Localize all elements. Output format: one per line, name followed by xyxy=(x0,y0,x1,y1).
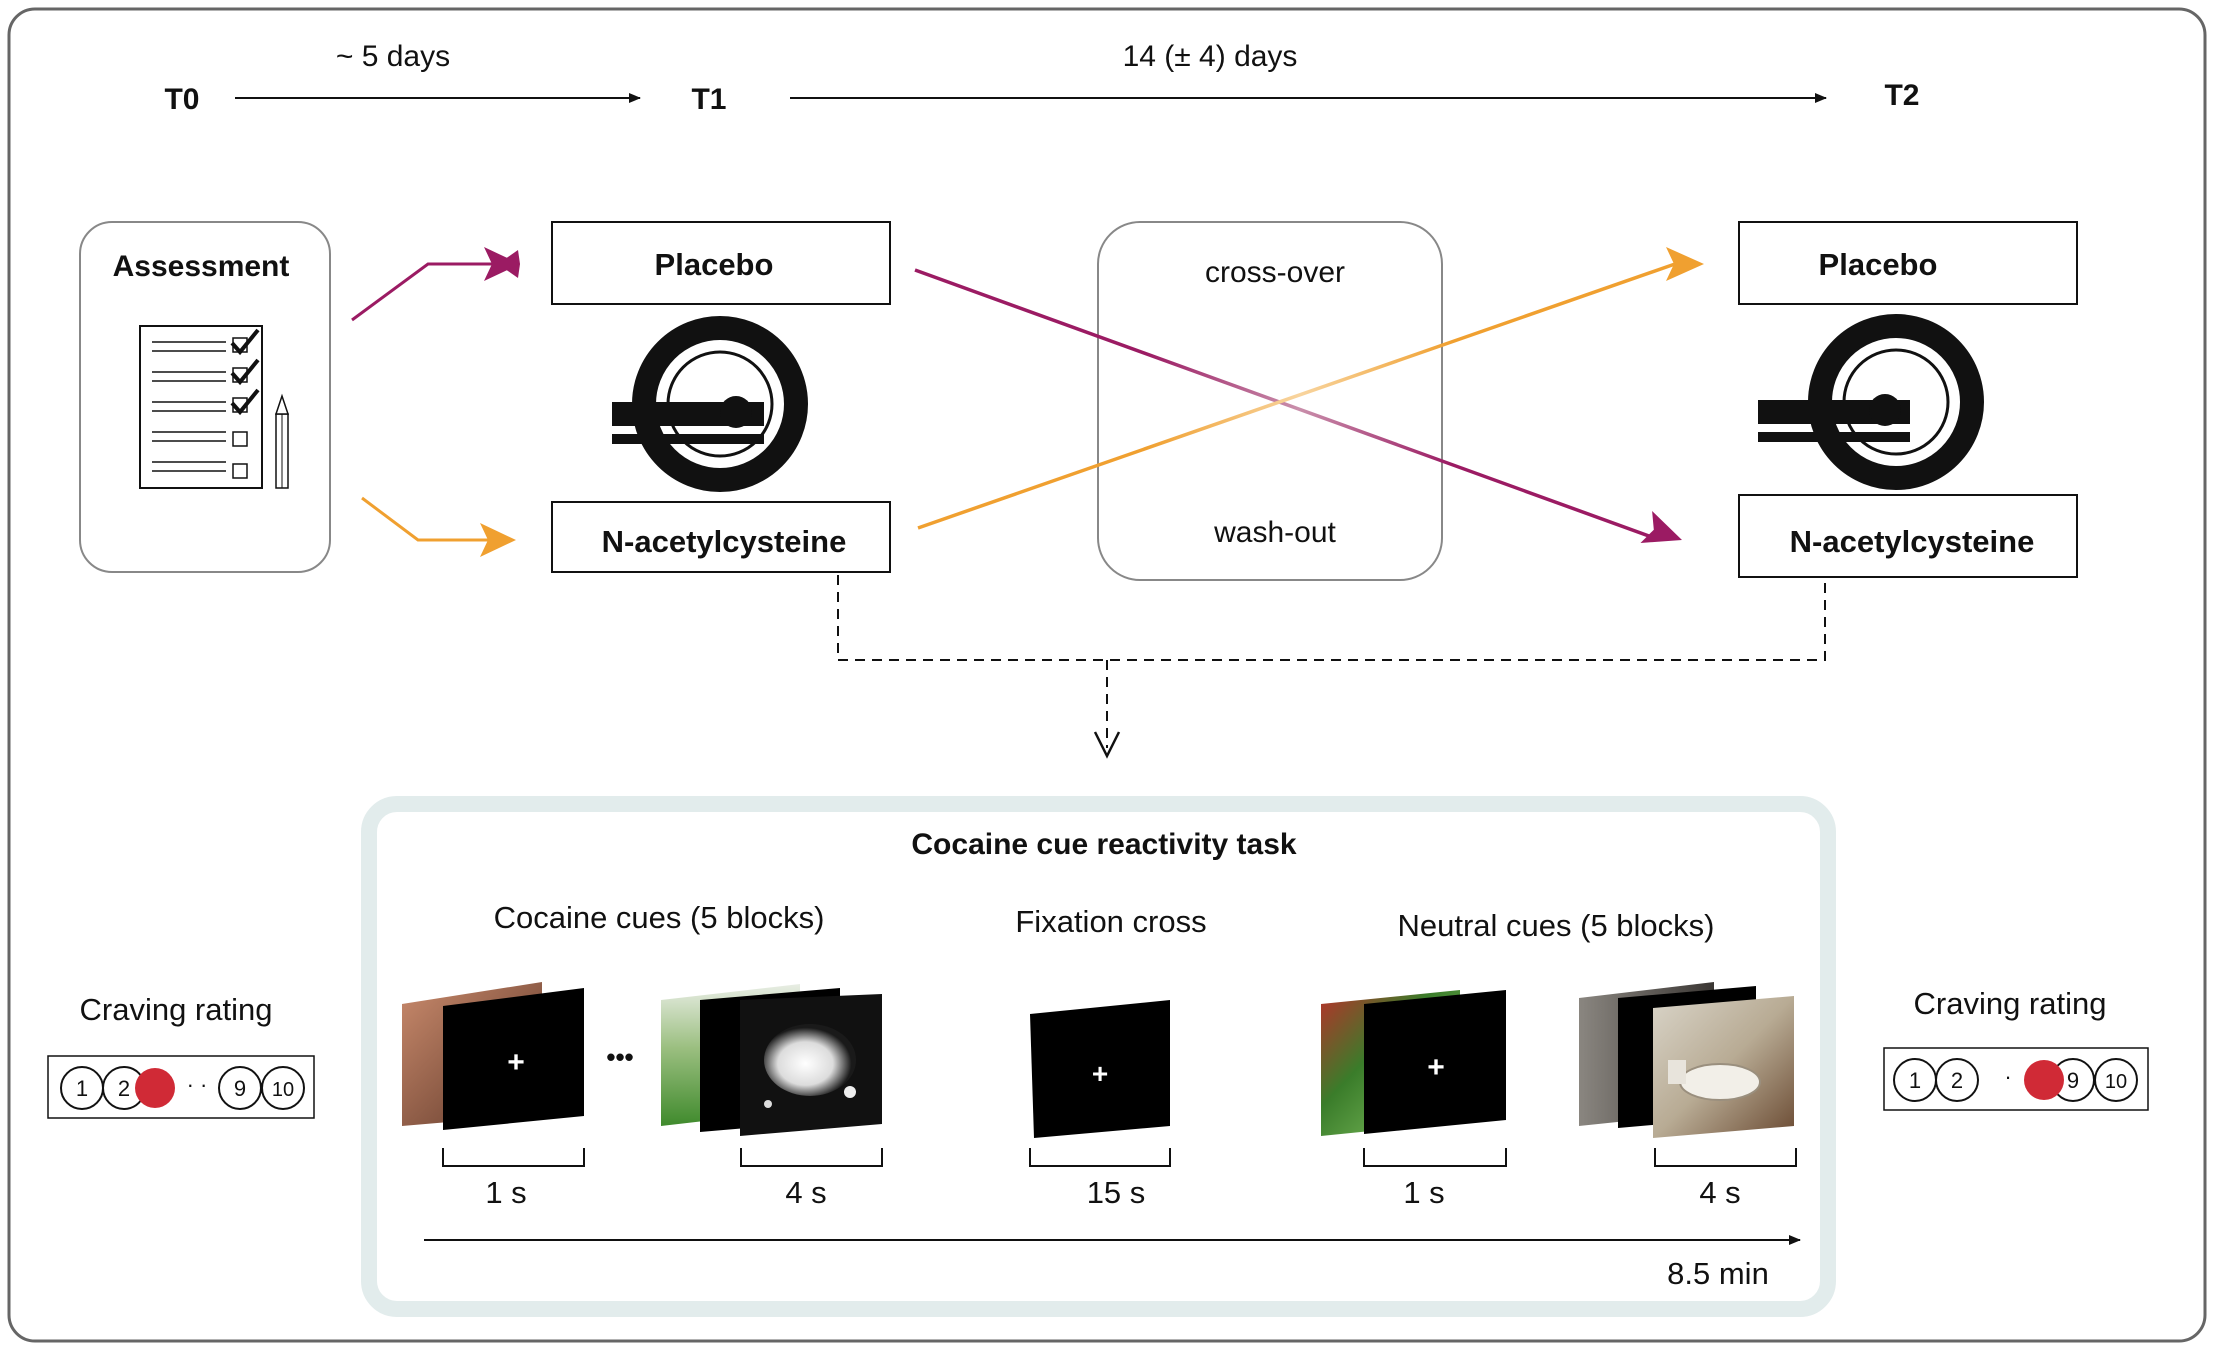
timepoint-t2: T2 xyxy=(1884,79,1919,112)
fixation-cross-symbol: + xyxy=(507,1046,525,1079)
scale-dots: · · xyxy=(187,1072,208,1097)
crossover-label: cross-over xyxy=(1205,256,1345,289)
craving-rating-pre: Craving rating 1 2 9 10 · · xyxy=(47,992,315,1119)
duration-cocaine-1: 1 s xyxy=(485,1175,526,1210)
scale-point: 9 xyxy=(2067,1068,2079,1093)
neutral-cues-label: Neutral cues (5 blocks) xyxy=(1397,908,1714,943)
session1-nac-box xyxy=(551,501,891,573)
mri-scanner-icon xyxy=(612,316,808,492)
timepoint-t1: T1 xyxy=(691,83,726,116)
fixation-cross-label: Fixation cross xyxy=(1015,904,1206,939)
checklist-icon xyxy=(139,325,263,489)
nac-to-placebo-arm xyxy=(917,262,1676,530)
assessment-title: Assessment xyxy=(113,250,290,283)
craving-rating-post: Craving rating 1 2 9 10 · xyxy=(1883,986,2149,1111)
fixation-cross-screen: + xyxy=(1030,1000,1170,1138)
placebo-arm-arrow-in xyxy=(351,262,518,322)
session2-placebo-box xyxy=(1738,221,2078,305)
fixation-cross-symbol: + xyxy=(1092,1058,1108,1089)
assessment-panel: Assessment xyxy=(79,221,331,573)
crossover-panel: cross-over wash-out xyxy=(1097,221,1443,581)
neutral-cue-image-stack-2 xyxy=(1579,982,1794,1138)
scale-dots: · xyxy=(2004,1064,2011,1089)
craving-rating-title: Craving rating xyxy=(1914,986,2107,1021)
session-1: Placebo N-acetylcysteine xyxy=(551,221,891,573)
scale-point: 1 xyxy=(1909,1068,1921,1093)
mri-scanner-icon xyxy=(1758,314,1984,490)
task-total-duration: 8.5 min xyxy=(1667,1256,1769,1291)
crossover-box xyxy=(1097,221,1443,581)
placebo-to-nac-arm xyxy=(914,268,1661,542)
interval-label-1: ~ 5 days xyxy=(336,40,450,73)
cocaine-cues-label: Cocaine cues (5 blocks) xyxy=(494,900,825,935)
nac-to-placebo-arrowhead xyxy=(1666,247,1704,281)
ellipsis: ••• xyxy=(606,1042,633,1072)
scale-point: 10 xyxy=(272,1079,294,1101)
nac-arm-arrow-in xyxy=(361,496,512,542)
duration-brackets xyxy=(442,1148,1797,1167)
craving-rating-title: Craving rating xyxy=(80,992,273,1027)
rating-marker xyxy=(2024,1060,2064,1100)
scale-point: 2 xyxy=(118,1076,130,1101)
cocaine-cue-image-stack-1: + xyxy=(402,982,584,1130)
timeline: T0 T1 T2 ~ 5 days 14 (± 4) days xyxy=(164,40,1919,116)
dashed-arrowhead xyxy=(1093,731,1121,759)
session2-nac-box xyxy=(1738,494,2078,578)
session-2: Placebo N-acetylcysteine xyxy=(1738,221,2078,578)
session1-placebo-box xyxy=(551,221,891,305)
session1-nac-label: N-acetylcysteine xyxy=(602,524,847,559)
dashed-connector xyxy=(837,575,1826,661)
task-title: Cocaine cue reactivity task xyxy=(911,828,1297,861)
duration-cocaine-2: 4 s xyxy=(785,1175,826,1210)
pencil-icon xyxy=(274,393,290,489)
fixation-cross-symbol: + xyxy=(1427,1051,1445,1084)
placebo-arrowhead-in-shape xyxy=(484,247,520,281)
session2-nac-label: N-acetylcysteine xyxy=(1790,524,2035,559)
cocaine-cue-image-stack-2 xyxy=(661,984,882,1136)
session1-placebo-label: Placebo xyxy=(655,247,774,282)
timepoint-t0: T0 xyxy=(164,83,199,116)
task-panel: Cocaine cue reactivity task Cocaine cues… xyxy=(361,796,1836,1317)
rating-marker xyxy=(135,1068,175,1108)
nac-arrowhead-in xyxy=(480,523,516,557)
placebo-to-nac-arrowhead xyxy=(1640,511,1682,543)
neutral-cue-image-stack-1: + xyxy=(1321,990,1506,1136)
duration-fixation: 15 s xyxy=(1087,1175,1146,1210)
scale-point: 1 xyxy=(76,1076,88,1101)
scale-point: 2 xyxy=(1951,1068,1963,1093)
session2-placebo-label: Placebo xyxy=(1819,247,1938,282)
duration-neutral-2: 4 s xyxy=(1699,1175,1740,1210)
interval-label-2: 14 (± 4) days xyxy=(1123,40,1298,73)
washout-label: wash-out xyxy=(1213,516,1336,549)
scale-point: 10 xyxy=(2105,1071,2127,1093)
outer-frame xyxy=(7,7,2207,1343)
scale-point: 9 xyxy=(234,1076,246,1101)
duration-neutral-1: 1 s xyxy=(1403,1175,1444,1210)
